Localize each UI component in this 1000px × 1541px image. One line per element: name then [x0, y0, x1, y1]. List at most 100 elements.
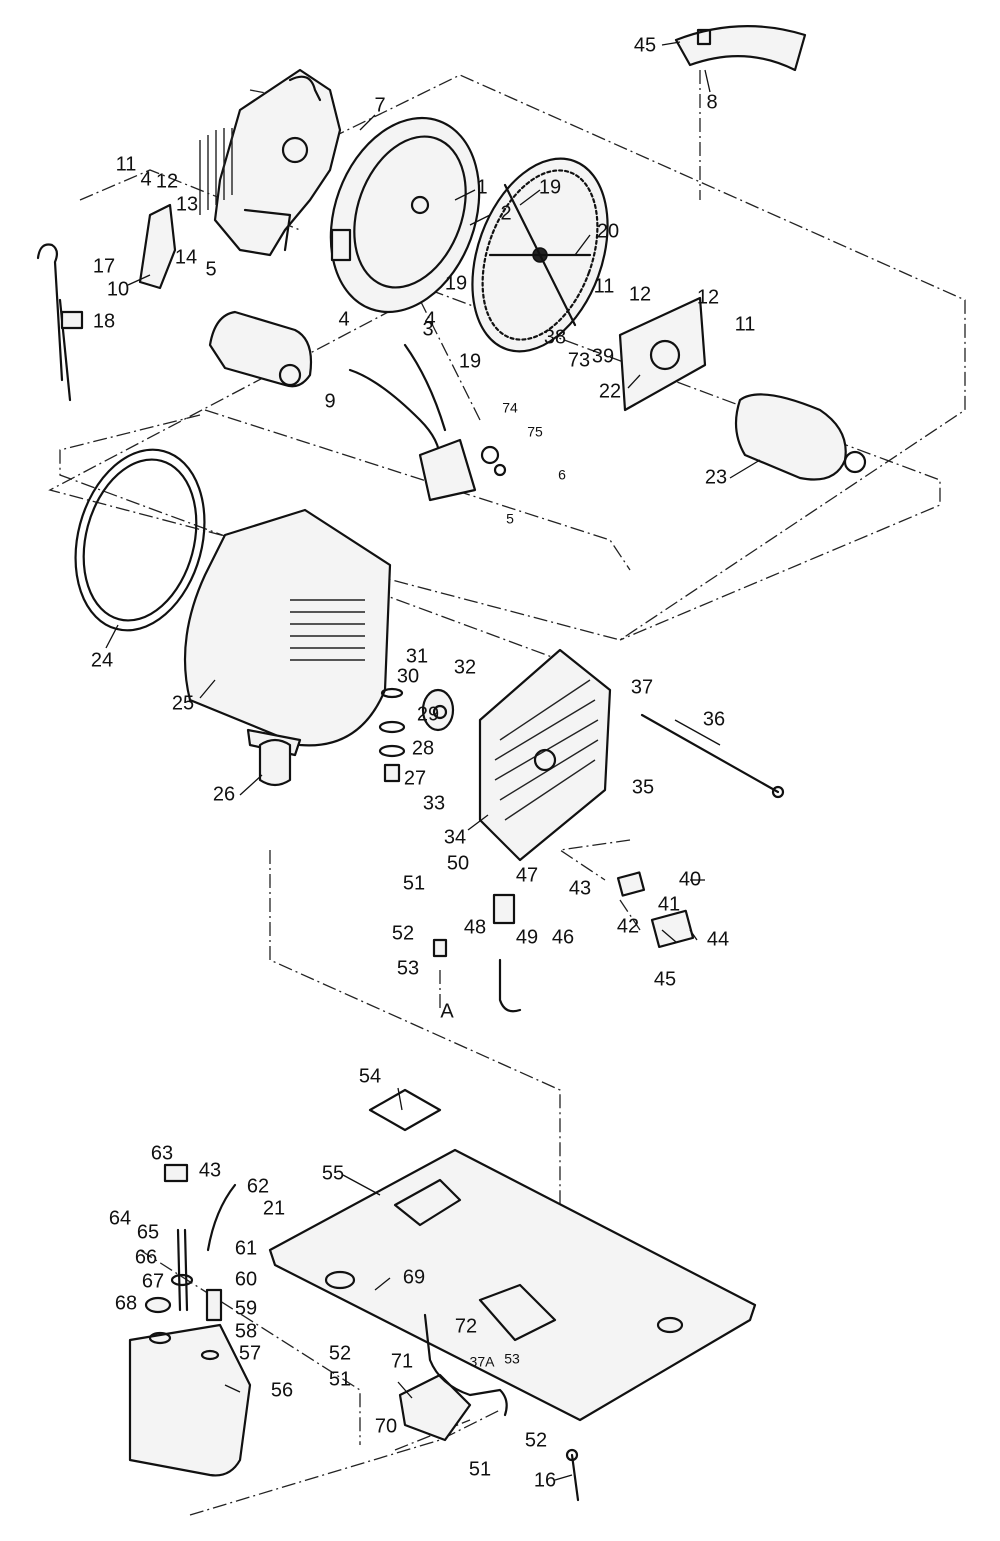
callout-4: 4: [424, 308, 435, 330]
callout-48: 48: [464, 916, 486, 938]
callout-16: 16: [534, 1469, 556, 1491]
callout-leaders: [105, 41, 761, 1481]
callout-54: 54: [359, 1065, 381, 1087]
callout-26: 26: [213, 783, 235, 805]
callout-52: 52: [392, 922, 414, 944]
regulator-block: [616, 871, 695, 949]
callout-47: 47: [516, 864, 538, 886]
callout-51: 51: [469, 1458, 491, 1480]
callout-21: 21: [263, 1197, 285, 1219]
wire-harness: [348, 343, 507, 502]
flywheel-housing: [329, 116, 481, 314]
callout-69: 69: [403, 1266, 425, 1288]
callout-14: 14: [175, 246, 197, 268]
callout-62: 62: [247, 1175, 269, 1197]
callout-38: 38: [544, 326, 566, 348]
callout-53: 53: [397, 957, 419, 979]
callout-53: 53: [504, 1351, 520, 1367]
callout-24: 24: [91, 649, 113, 671]
callout-19: 19: [539, 176, 561, 198]
callout-12: 12: [697, 286, 719, 308]
callout-12: 12: [629, 283, 651, 305]
callout-3: 3: [422, 318, 433, 340]
callout-37A: 37A: [470, 1354, 496, 1370]
callout-35: 35: [632, 776, 654, 798]
callout-11: 11: [594, 275, 615, 297]
callout-45: 45: [654, 968, 676, 990]
callout-43: 43: [569, 877, 591, 899]
callout-65: 65: [137, 1221, 159, 1243]
gasket-54: [368, 1088, 442, 1132]
bracket-10: [138, 203, 177, 290]
callout-46: 46: [552, 926, 574, 948]
callout-4: 4: [140, 168, 151, 190]
callout-67: 67: [142, 1270, 164, 1292]
callout-36: 36: [703, 708, 725, 730]
callout-12: 12: [156, 170, 178, 192]
callout-56: 56: [271, 1379, 293, 1401]
callout-41: 41: [658, 893, 680, 915]
callout-30: 30: [397, 665, 419, 687]
callout-7: 7: [374, 94, 385, 116]
mounting-plate-22: [618, 296, 707, 412]
fuel-valve-70: [398, 1373, 472, 1442]
base-plate-55: [268, 1148, 757, 1422]
callout-5: 5: [506, 511, 514, 527]
callout-61: 61: [235, 1237, 257, 1259]
callout-51: 51: [329, 1368, 351, 1390]
callout-68: 68: [115, 1292, 137, 1314]
callout-40: 40: [679, 868, 701, 890]
engine-block: [199, 68, 342, 257]
callout-6: 6: [558, 467, 566, 483]
callout-1: 1: [476, 176, 487, 198]
callout-39: 39: [592, 345, 614, 367]
callout-2: 2: [500, 202, 511, 224]
callout-70: 70: [375, 1415, 397, 1437]
fan-wheel: [471, 157, 609, 353]
callout-63: 63: [151, 1142, 173, 1164]
callout-11: 11: [735, 313, 756, 335]
callout-51: 51: [403, 872, 425, 894]
callout-4: 4: [338, 308, 349, 330]
callout-32: 32: [454, 656, 476, 678]
bolt-16: [565, 1448, 580, 1502]
fuel-line-71: [423, 1313, 508, 1417]
callout-27: 27: [404, 767, 426, 789]
callout-31: 31: [406, 645, 428, 667]
callout-13: 13: [176, 193, 198, 215]
callout-66: 66: [135, 1246, 157, 1268]
callout-57: 57: [239, 1342, 261, 1364]
callout-29: 29: [417, 703, 439, 725]
tie-bolt-36: [640, 713, 785, 799]
washers-28-31: [378, 687, 406, 783]
callout-8: 8: [706, 91, 717, 113]
generator-housing: [183, 508, 392, 757]
pulley-32: [421, 688, 455, 732]
callout-19: 19: [459, 350, 481, 372]
callout-43: 43: [199, 1159, 221, 1181]
callout-60: 60: [235, 1268, 257, 1290]
callout-23: 23: [705, 466, 727, 488]
fuel-tank: [128, 1323, 252, 1477]
alternator-rotor: [734, 393, 867, 481]
callout-22: 22: [599, 380, 621, 402]
starter-motor: [208, 310, 313, 388]
callout-18: 18: [93, 310, 115, 332]
callout-44: 44: [707, 928, 729, 950]
fuel-fitting-group: [432, 893, 522, 1013]
callout-5: 5: [205, 258, 216, 280]
callout-49: 49: [516, 926, 538, 948]
fuel-pump-column: [144, 1163, 237, 1322]
dipstick: [36, 243, 84, 402]
callout-58: 58: [235, 1320, 257, 1342]
callout-74: 74: [502, 400, 518, 416]
callout-59: 59: [235, 1297, 257, 1319]
callout-28: 28: [412, 737, 434, 759]
callout-72: 72: [455, 1315, 477, 1337]
callout-A: A: [440, 1000, 454, 1022]
callout-37: 37: [631, 676, 653, 698]
callout-45: 45: [634, 34, 656, 56]
callout-33: 33: [423, 792, 445, 814]
callout-73: 73: [568, 349, 590, 371]
